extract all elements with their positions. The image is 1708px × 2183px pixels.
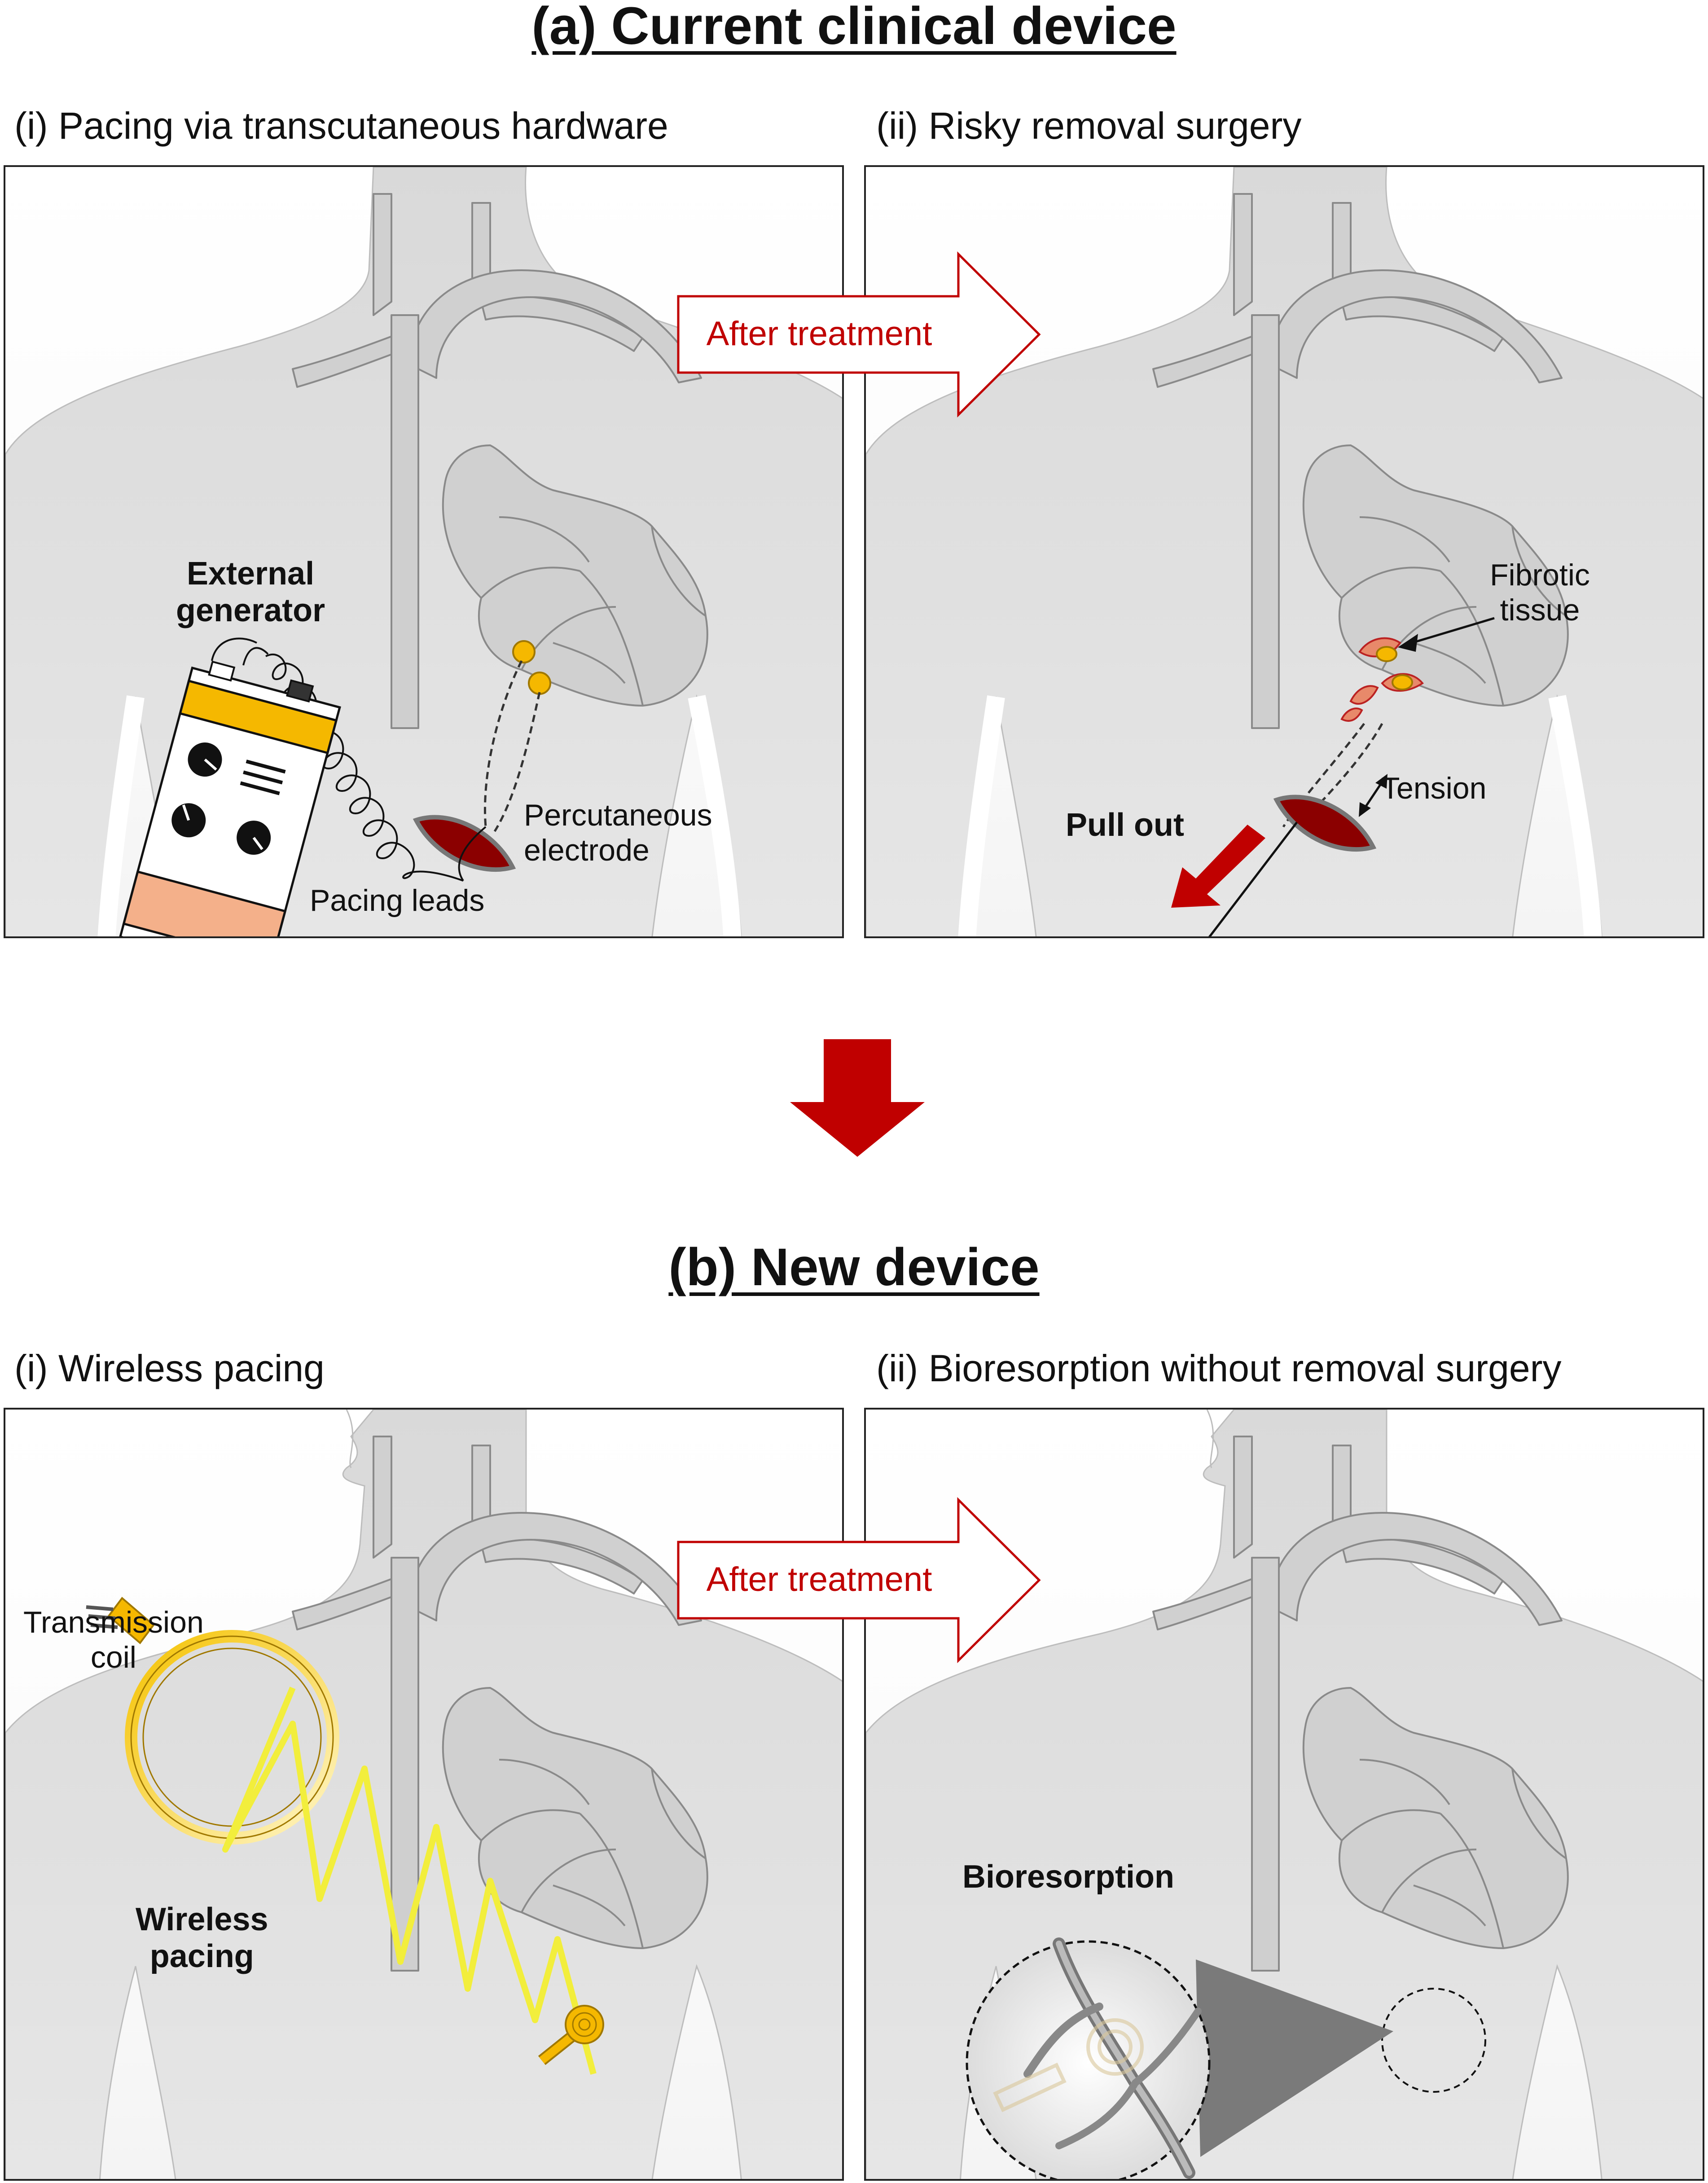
section-b-title: (b) New device: [668, 1238, 1040, 1297]
fibrotic-tissue-icon: [1340, 637, 1424, 722]
label-percutaneous-electrode: Percutaneous electrode: [524, 798, 712, 867]
panel-b-ii-title: (ii) Bioresorption without removal surge…: [876, 1347, 1562, 1389]
panel-a-i: External generator Percutaneous electrod…: [4, 165, 844, 938]
label-wireless-pacing: Wireless pacing: [136, 1902, 268, 1974]
panel-b-i: Transmission coil Wireless pacing: [4, 1408, 844, 2181]
external-generator-icon: [119, 660, 341, 936]
target-region-icon: [1381, 1988, 1486, 2093]
after-treatment-arrow-b: After treatment: [676, 1497, 1044, 1663]
panel-b-i-title: (i) Wireless pacing: [14, 1347, 325, 1389]
magnify-cone-icon: [1196, 1959, 1393, 2157]
label-bioresorption: Bioresorption: [962, 1859, 1175, 1895]
after-treatment-arrow-a: After treatment: [676, 251, 1044, 417]
panel-b-i-illustration: [5, 1410, 842, 2179]
label-external-generator: External generator: [176, 556, 325, 628]
label-pull-out: Pull out: [1066, 807, 1184, 843]
label-fibrotic-tissue: Fibrotic tissue: [1490, 558, 1590, 627]
electrode-dot-icon: [512, 640, 536, 663]
label-tension: Tension: [1381, 771, 1487, 805]
after-treatment-label: After treatment: [706, 315, 932, 353]
pull-out-arrow-icon: [1171, 825, 1265, 908]
electrode-dot-icon: [528, 672, 551, 695]
after-treatment-label: After treatment: [706, 1560, 932, 1599]
solid-down-arrow-icon: [790, 1039, 925, 1157]
bioresorption-zoom-icon: [966, 1937, 1211, 2179]
panel-b-ii-illustration: [866, 1410, 1703, 2179]
panel-a-i-title: (i) Pacing via transcutaneous hardware: [14, 105, 668, 147]
label-transmission-coil: Transmission coil: [23, 1605, 204, 1674]
wound-icon: [413, 815, 516, 872]
panel-a-i-illustration: [5, 167, 844, 936]
panel-a-ii: Fibrotic tissue Tension Pull out: [864, 165, 1704, 938]
panel-a-ii-title: (ii) Risky removal surgery: [876, 105, 1302, 147]
wound-icon: [1273, 795, 1377, 852]
panel-b-ii: Bioresorption: [864, 1408, 1704, 2181]
wireless-signal-icon: [222, 1687, 597, 2075]
wireless-implant-icon: [538, 2005, 604, 2065]
section-a-title: (a) Current clinical device: [531, 0, 1177, 56]
panel-a-ii-illustration: [866, 167, 1704, 936]
label-pacing-leads: Pacing leads: [310, 883, 485, 918]
